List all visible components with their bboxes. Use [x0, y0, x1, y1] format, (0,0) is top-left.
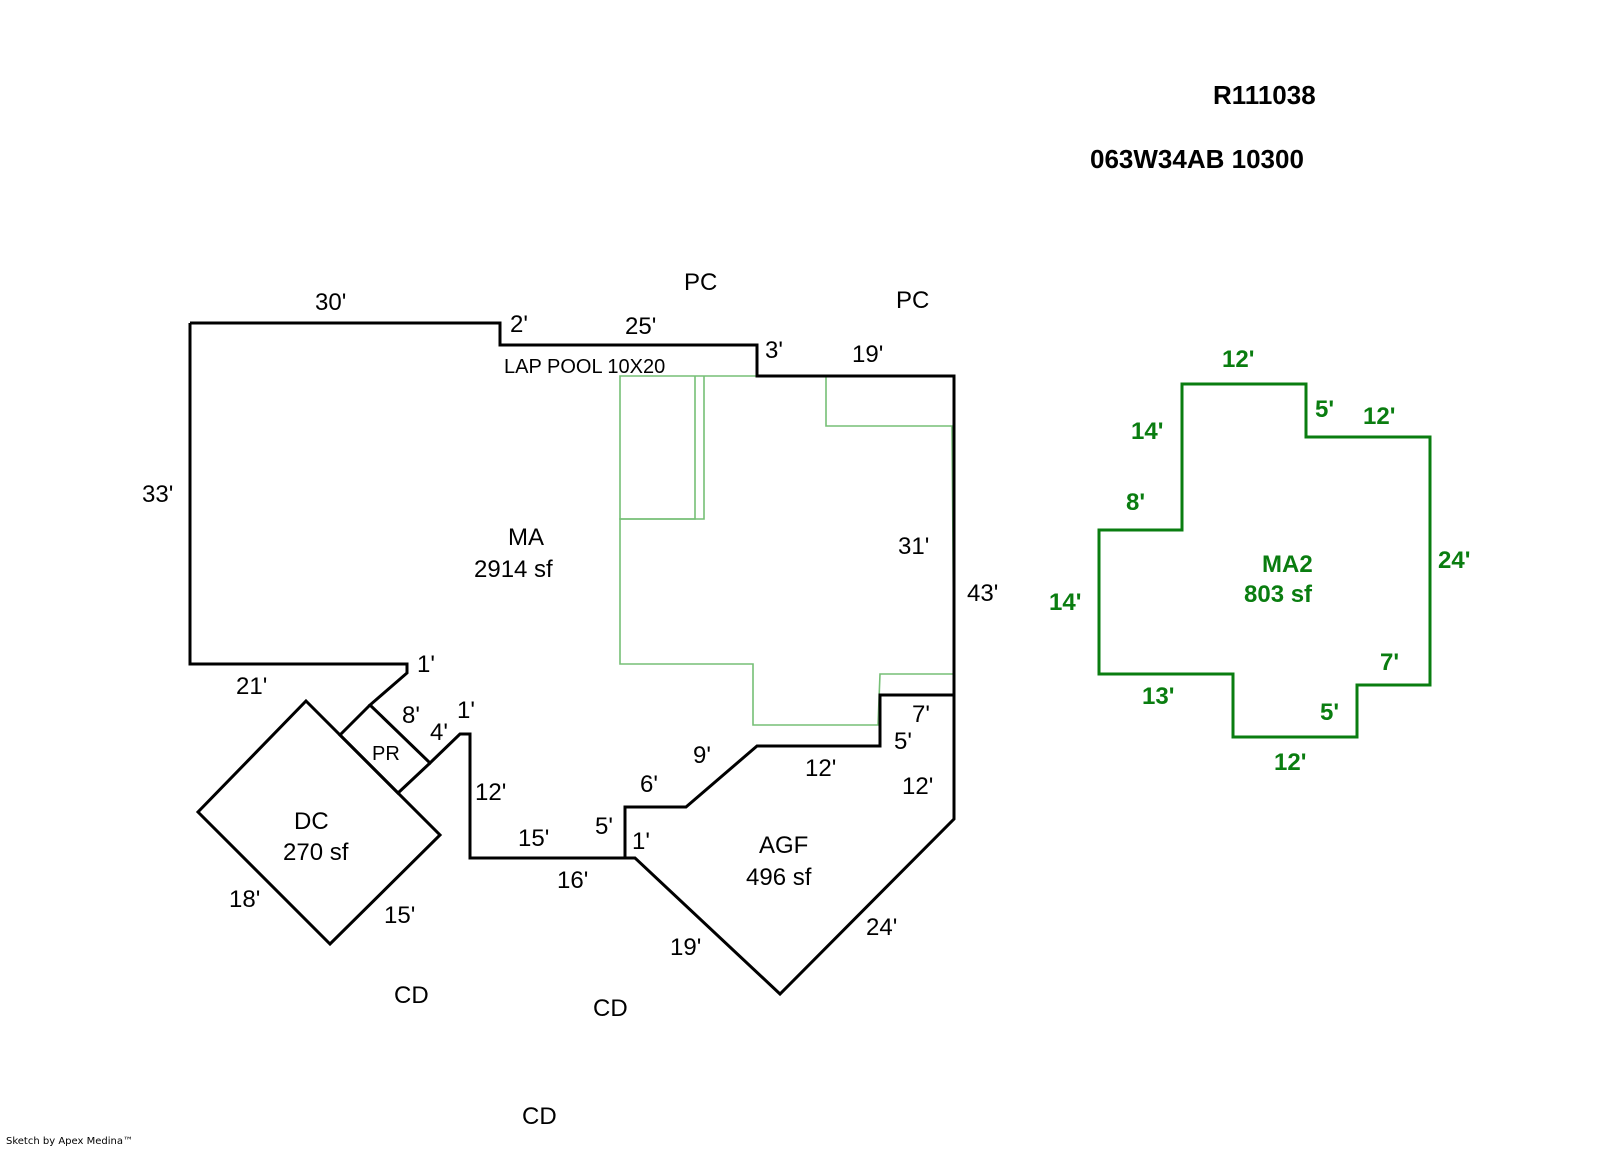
- map-tax-lot: 063W34AB 10300: [1090, 144, 1304, 174]
- cd-label: CD: [522, 1103, 557, 1130]
- dimension-label: 3': [765, 337, 783, 364]
- dimension-label: 8': [402, 702, 420, 729]
- ma-outline: [188, 321, 956, 860]
- dc-area: 270 sf: [283, 839, 349, 866]
- dimension-label: 9': [693, 742, 711, 769]
- pc-label: PC: [896, 287, 929, 314]
- dc-outline: [195, 698, 443, 947]
- dimension-label: 21': [236, 673, 267, 700]
- dimension-label: 12': [805, 755, 836, 782]
- dimension-label: 18': [229, 886, 260, 913]
- dimension-label: 12': [1363, 403, 1395, 430]
- agf-area: 496 sf: [746, 864, 812, 891]
- dimension-label: 1': [632, 828, 650, 855]
- dimension-label: 15': [384, 902, 415, 929]
- pr-code: PR: [372, 743, 400, 765]
- dimension-label: 6': [640, 771, 658, 798]
- dimension-label: 5': [1320, 699, 1339, 726]
- dimension-label: 43': [967, 580, 998, 607]
- dimension-label: 24': [866, 914, 897, 941]
- dc-code: DC: [294, 808, 329, 835]
- dimension-label: 7': [1380, 649, 1399, 676]
- dimension-label: 19': [670, 934, 701, 961]
- dimension-label: 16': [557, 867, 588, 894]
- overlay-outline-main: [619, 375, 955, 726]
- dimension-label: 19': [852, 341, 883, 368]
- dimension-label: 24': [1438, 547, 1470, 574]
- dimension-label: 5': [595, 813, 613, 840]
- dimension-label: 1': [457, 697, 475, 724]
- dimension-label: 12': [475, 779, 506, 806]
- dimension-label: 5': [1315, 396, 1334, 423]
- ma2-code: MA2: [1262, 551, 1313, 578]
- dimension-label: 4': [430, 719, 448, 746]
- ma-code: MA: [508, 524, 544, 551]
- dimension-label: 30': [315, 289, 346, 316]
- lap-pool-label: LAP POOL 10X20: [504, 356, 665, 378]
- dimension-label: 15': [518, 825, 549, 852]
- ma-area: 2914 sf: [474, 556, 553, 583]
- dimension-label: 8': [1126, 489, 1145, 516]
- account-id: R111038: [1213, 80, 1316, 110]
- pc-label: PC: [684, 269, 717, 296]
- agf-code: AGF: [759, 832, 808, 859]
- sketch-credit: Sketch by Apex Medina™: [6, 1136, 133, 1147]
- dimension-label: 25': [625, 313, 656, 340]
- agf-outline: [625, 693, 956, 997]
- overlay-outline: [619, 375, 704, 520]
- dimension-label: 7': [912, 701, 930, 728]
- dimension-label: 2': [510, 311, 528, 338]
- ma2-area: 803 sf: [1244, 581, 1313, 608]
- dimension-label: 5': [894, 728, 912, 755]
- dimension-label: 12': [902, 773, 933, 800]
- dimension-label: 33': [142, 481, 173, 508]
- cd-label: CD: [394, 982, 429, 1009]
- dimension-label: 12': [1274, 749, 1306, 776]
- cd-label: CD: [593, 995, 628, 1022]
- ma2-outline: [1097, 382, 1432, 739]
- dimension-label: 14': [1049, 589, 1081, 616]
- dimension-label: 14': [1131, 418, 1163, 445]
- dimension-label: 13': [1142, 683, 1174, 710]
- dimension-label: 31': [898, 533, 929, 560]
- dimension-label: 12': [1222, 346, 1254, 373]
- dimension-label: 1': [417, 651, 435, 678]
